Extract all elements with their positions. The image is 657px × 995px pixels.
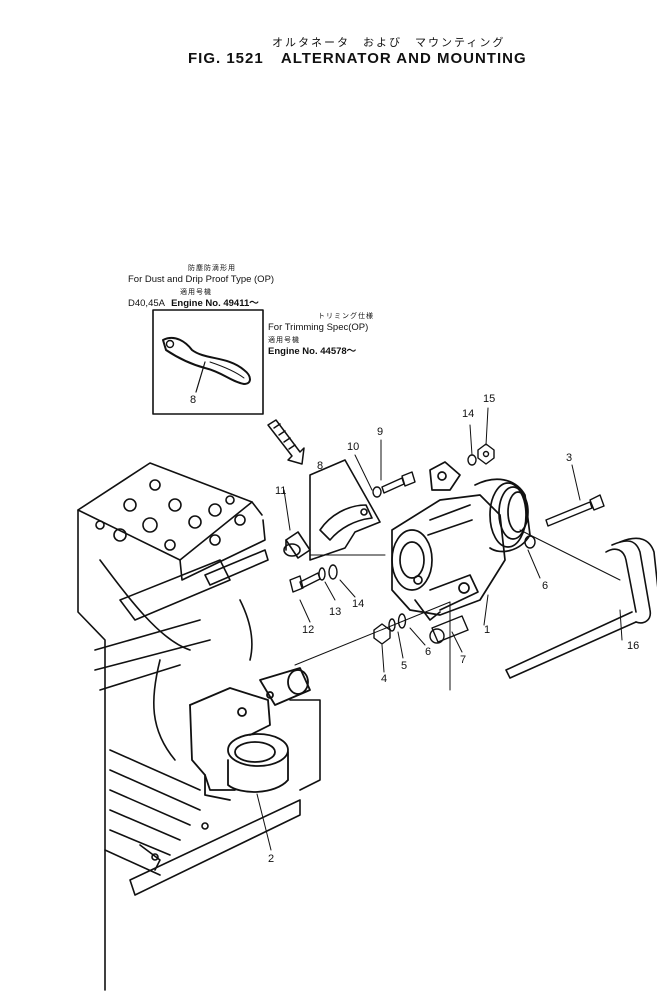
callout-15: 15	[483, 393, 496, 405]
option-inset-box	[152, 309, 264, 415]
callout-9: 9	[377, 426, 384, 438]
option-bracket-part	[162, 336, 251, 393]
dust-proof-applicability-jp: 適用号機	[180, 288, 212, 296]
callout-6-right: 6	[542, 580, 549, 592]
dust-proof-note: 防塵防滴形用 For Dust and Drip Proof Type (OP)…	[128, 262, 274, 310]
leader-lines	[256, 407, 623, 851]
dust-proof-note-jp: 防塵防滴形用	[188, 264, 236, 272]
dust-proof-model: D40,45A	[128, 298, 165, 309]
mounting-bracket-part	[189, 667, 311, 801]
callout-16: 16	[627, 640, 640, 652]
callout-4: 4	[381, 673, 388, 685]
callout-10: 10	[347, 441, 360, 453]
title-japanese: オルタネータ および マウンティング	[272, 36, 506, 49]
callout-8-main: 8	[317, 460, 324, 472]
callout-2: 2	[268, 853, 275, 865]
direction-arrow	[267, 419, 305, 465]
trimming-spec-note-jp: トリミング仕様	[318, 312, 374, 320]
alternator-part	[391, 461, 531, 621]
trimming-spec-note: トリミング仕様 For Trimming Spec(OP) 適用号機 Engin…	[268, 310, 374, 358]
trimming-spec-applicability-jp: 適用号機	[268, 336, 300, 344]
figure-title: FIG. 1521 ALTERNATOR AND MOUNTING	[188, 50, 527, 67]
callout-13: 13	[329, 606, 342, 618]
engine-block	[77, 462, 321, 991]
figure-name: ALTERNATOR AND MOUNTING	[280, 50, 527, 67]
callout-8-inset: 8	[190, 394, 197, 406]
callout-12: 12	[302, 624, 315, 636]
adjusting-bracket-part	[309, 459, 381, 561]
spacer-part	[283, 531, 311, 559]
figure-number: FIG. 1521	[188, 50, 264, 67]
v-belt-part	[505, 537, 657, 679]
trimming-spec-note-en: For Trimming Spec(OP)	[268, 322, 369, 333]
trimming-spec-engine-no: Engine No. 44578～	[268, 346, 357, 357]
callout-5: 5	[401, 660, 408, 672]
callout-7: 7	[460, 654, 467, 666]
callout-11: 11	[275, 485, 287, 497]
callout-14-top: 14	[462, 408, 475, 420]
callout-1: 1	[484, 624, 491, 636]
callout-3: 3	[566, 452, 573, 464]
dust-proof-engine-no: Engine No. 49411～	[171, 298, 259, 309]
callout-6-left: 6	[425, 646, 432, 658]
dust-proof-note-en: For Dust and Drip Proof Type (OP)	[128, 274, 275, 285]
callout-14-left: 14	[352, 598, 365, 610]
